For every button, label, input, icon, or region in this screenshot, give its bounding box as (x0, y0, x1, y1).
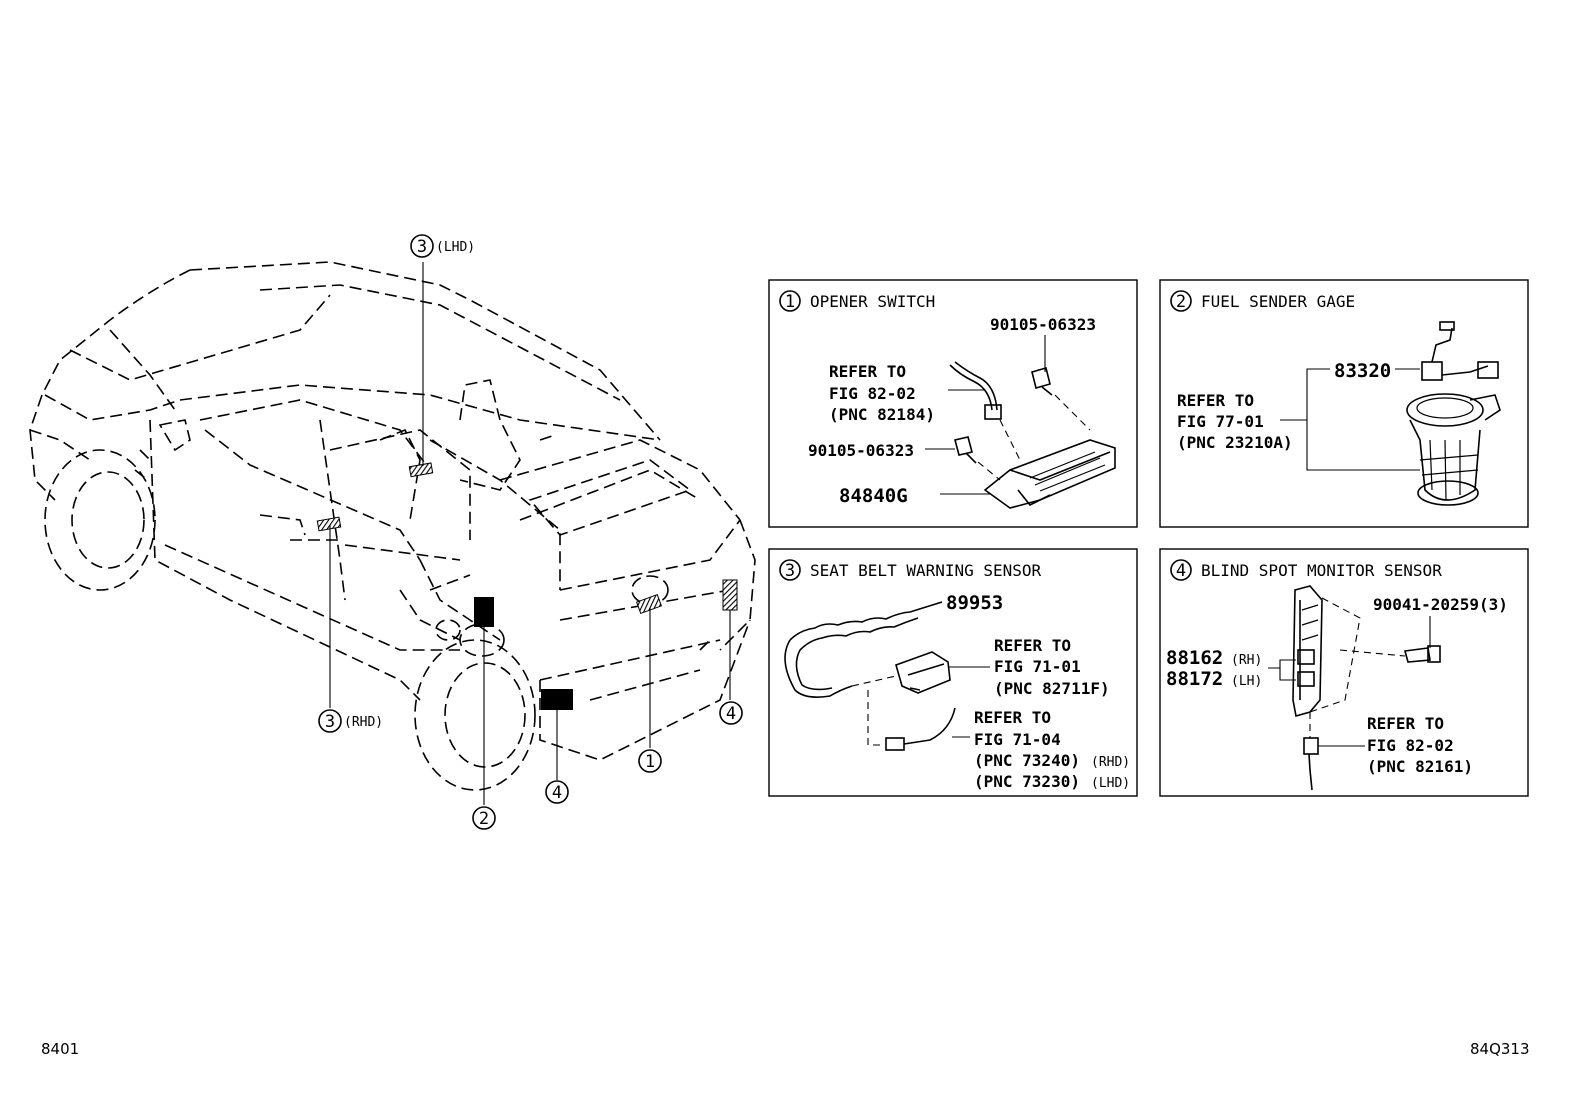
marker-fuel-sender (474, 597, 494, 627)
marker-opener-switch (635, 593, 663, 615)
svg-text:SEAT BELT WARNING SENSOR: SEAT BELT WARNING SENSOR (810, 561, 1042, 580)
marker-bsm-left (541, 689, 573, 710)
footer-right-code: 84Q313 (1470, 1040, 1530, 1058)
callout-3-rhd: 3 (RHD) (318, 709, 383, 733)
part-gage: 83320 (1334, 360, 1391, 382)
svg-text:REFER TO: REFER TO (1367, 714, 1444, 733)
svg-text:(RHD): (RHD) (1091, 755, 1130, 770)
svg-text:(RHD): (RHD) (344, 715, 383, 730)
footer-left-code: 8401 (41, 1040, 80, 1058)
svg-text:(PNC 73240): (PNC 73240) (974, 751, 1080, 770)
svg-text:(PNC 23210A): (PNC 23210A) (1177, 433, 1293, 452)
svg-text:OPENER SWITCH: OPENER SWITCH (810, 292, 935, 311)
vehicle-outline (29, 261, 756, 791)
svg-text:(LHD): (LHD) (1091, 776, 1130, 791)
part-bolt: 90041-20259(3) (1373, 595, 1508, 614)
vehicle-markers (316, 462, 738, 710)
svg-text:(PNC 82184): (PNC 82184) (829, 405, 935, 424)
svg-text:REFER TO: REFER TO (829, 362, 906, 381)
vehicle-leaders (329, 262, 731, 805)
svg-text:4: 4 (1176, 561, 1186, 581)
marker-seat-sensor-rhd (316, 516, 342, 532)
part-switch: 84840G (839, 485, 908, 507)
svg-text:FIG 82-02: FIG 82-02 (829, 384, 916, 403)
svg-text:3: 3 (417, 237, 427, 257)
marker-seat-sensor-lhd (408, 462, 434, 478)
callout-1: 1 (638, 749, 662, 773)
svg-text:BLIND SPOT MONITOR SENSOR: BLIND SPOT MONITOR SENSOR (1201, 561, 1442, 580)
panel-fuel-sender: 2 FUEL SENDER GAGE 83320 REFER TO FIG 77… (1159, 279, 1529, 528)
part-bolt-left: 90105-06323 (808, 441, 914, 460)
svg-text:4: 4 (552, 783, 562, 803)
svg-text:FUEL SENDER GAGE: FUEL SENDER GAGE (1201, 292, 1355, 311)
svg-text:3: 3 (325, 712, 335, 732)
svg-text:FIG 82-02: FIG 82-02 (1367, 736, 1454, 755)
part-bolt-top: 90105-06323 (990, 315, 1096, 334)
panel-seat-belt: 3 SEAT BELT WARNING SENSOR 89953 REFER T… (768, 548, 1138, 797)
part-lh: 88172 (1166, 668, 1223, 690)
svg-text:4: 4 (726, 704, 736, 724)
svg-text:(LHD): (LHD) (436, 240, 475, 255)
panel-opener-switch: 1 OPENER SWITCH 90105-06323 REFER TO FIG… (768, 279, 1138, 528)
svg-text:(LH): (LH) (1231, 674, 1262, 689)
panel-blind-spot: 4 BLIND SPOT MONITOR SENSOR 90041-20259(… (1159, 548, 1529, 797)
svg-text:FIG 77-01: FIG 77-01 (1177, 412, 1264, 431)
svg-text:3: 3 (785, 561, 795, 581)
svg-text:(PNC 73230): (PNC 73230) (974, 772, 1080, 791)
svg-text:FIG 71-04: FIG 71-04 (974, 730, 1061, 749)
svg-text:1: 1 (645, 752, 655, 772)
part-rh: 88162 (1166, 647, 1223, 669)
marker-bsm-right (722, 579, 738, 611)
svg-text:REFER TO: REFER TO (994, 636, 1071, 655)
svg-text:1: 1 (785, 292, 795, 312)
callout-3-lhd: 3 (LHD) (410, 234, 475, 258)
svg-text:FIG 71-01: FIG 71-01 (994, 657, 1081, 676)
part-sensor: 89953 (946, 592, 1003, 614)
svg-text:(PNC 82161): (PNC 82161) (1367, 757, 1473, 776)
callout-4-right: 4 (719, 701, 743, 725)
svg-text:REFER TO: REFER TO (1177, 391, 1254, 410)
svg-text:2: 2 (479, 809, 489, 829)
svg-text:(RH): (RH) (1231, 653, 1262, 668)
callout-2: 2 (472, 806, 496, 830)
svg-text:(PNC 82711F): (PNC 82711F) (994, 679, 1110, 698)
svg-text:2: 2 (1176, 292, 1186, 312)
callout-4-left: 4 (545, 780, 569, 804)
svg-text:REFER TO: REFER TO (974, 708, 1051, 727)
